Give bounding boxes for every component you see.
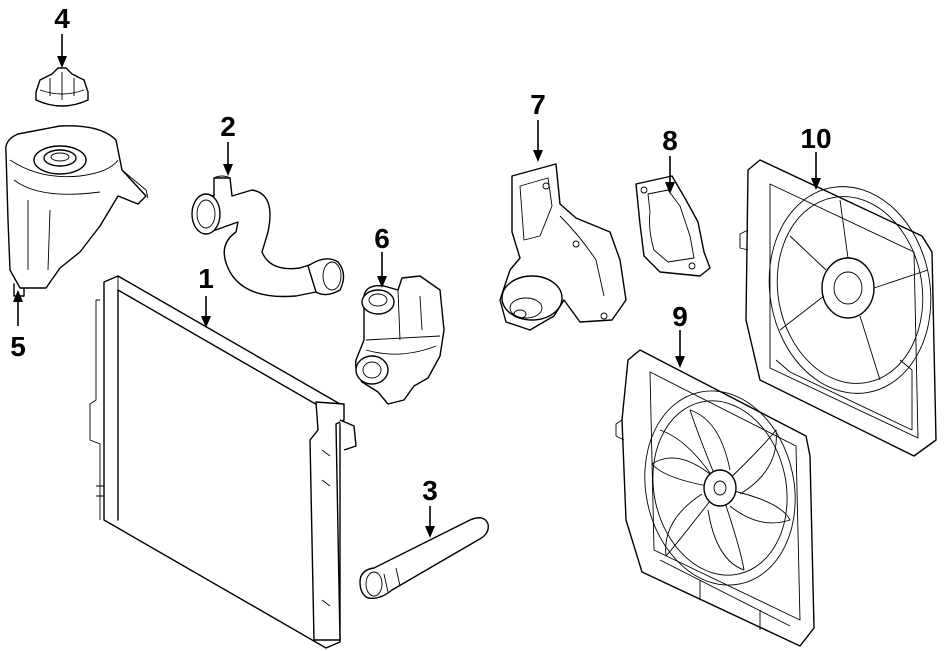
callout-9: 9 <box>672 301 688 368</box>
lower-hose <box>359 517 489 600</box>
fan-shroud-upper <box>739 159 937 457</box>
reservoir-cap <box>35 67 89 107</box>
thermostat-housing <box>354 275 445 405</box>
callout-number: 9 <box>672 301 688 332</box>
fan-assembly-lower <box>615 349 815 647</box>
callout-number: 2 <box>220 111 236 142</box>
callout-3: 3 <box>422 475 438 538</box>
callout-6: 6 <box>374 223 390 288</box>
callout-number: 4 <box>54 3 70 34</box>
callout-number: 6 <box>374 223 390 254</box>
callout-1: 1 <box>198 263 214 328</box>
pump-gasket <box>635 175 711 277</box>
callout-5: 5 <box>10 290 26 362</box>
expansion-tank <box>5 125 149 297</box>
callout-10: 10 <box>800 123 832 190</box>
callout-number: 10 <box>800 123 831 154</box>
callout-2: 2 <box>220 111 236 176</box>
water-pump <box>499 163 627 331</box>
callout-4: 4 <box>54 3 70 68</box>
callout-number: 5 <box>10 331 26 362</box>
callout-number: 1 <box>198 263 214 294</box>
callout-number: 3 <box>422 475 438 506</box>
upper-hose <box>191 175 345 298</box>
radiator <box>89 275 357 649</box>
callout-7: 7 <box>530 89 546 162</box>
callout-8: 8 <box>662 125 678 194</box>
callout-number: 8 <box>662 125 678 156</box>
callout-number: 7 <box>530 89 546 120</box>
